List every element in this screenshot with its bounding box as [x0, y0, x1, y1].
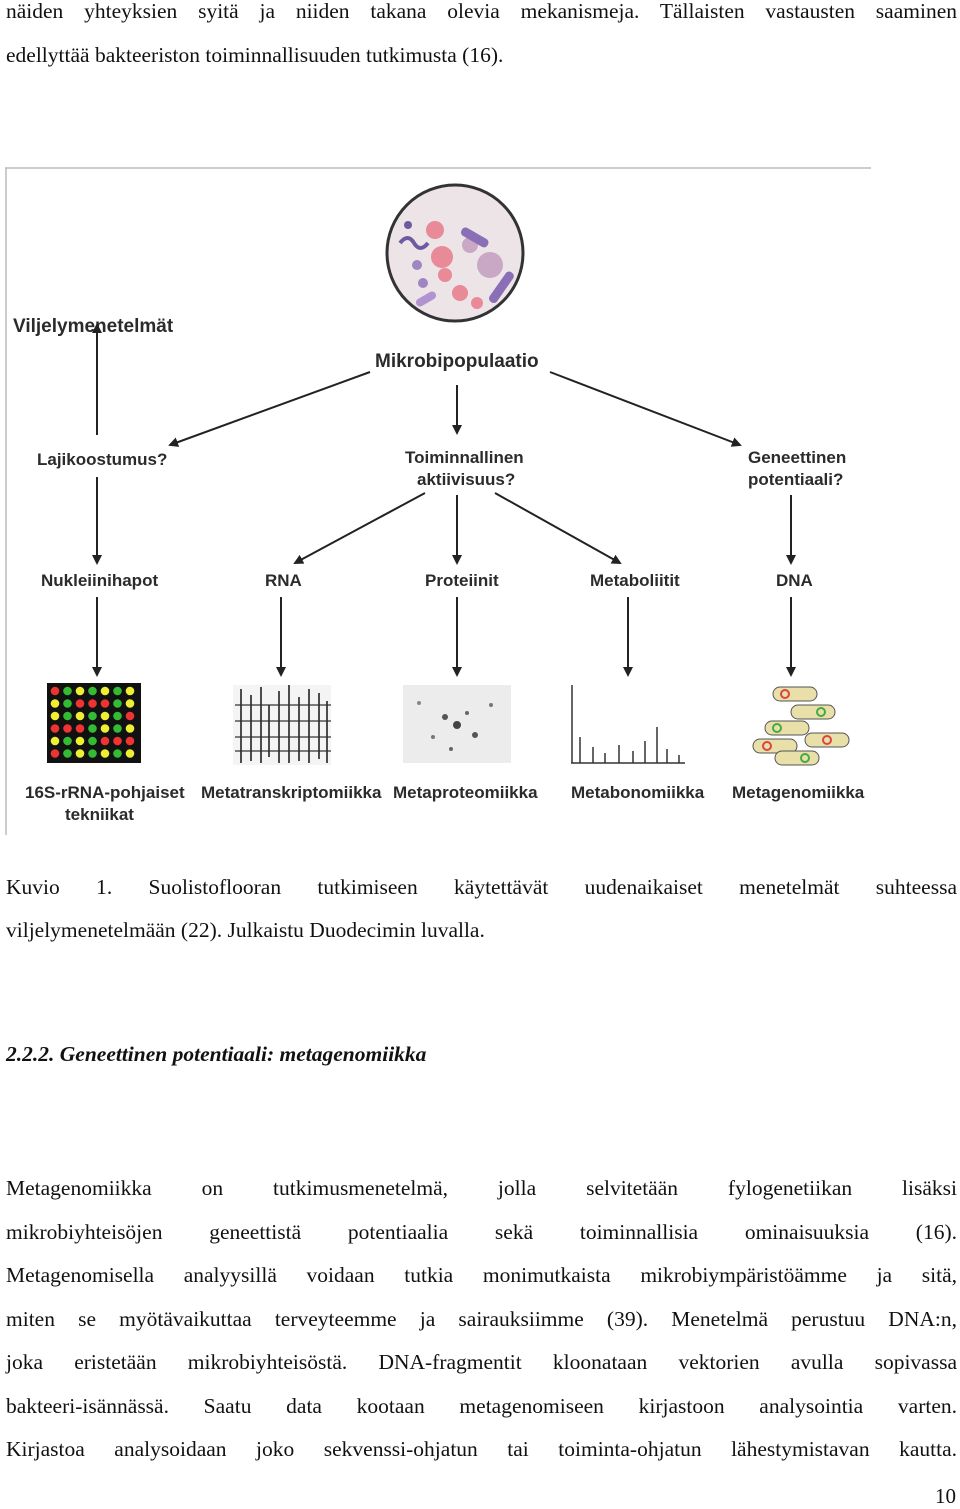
technique-16s: 16S-rRNA-pohjaiset	[25, 783, 185, 802]
technique-metaproteomics: Metaproteomiikka	[393, 783, 538, 802]
target-dna: DNA	[776, 571, 813, 590]
genetic-potential-question-line2: potentiaali?	[748, 470, 843, 489]
caption-line: viljelymenetelmään (22). Julkaistu Duode…	[6, 918, 485, 942]
figure-diagram: Viljelymenetelmät Mikrobipopulaatio Laji…	[5, 167, 871, 835]
target-proteins: Proteiinit	[425, 571, 499, 590]
population-label: Mikrobipopulaatio	[375, 351, 539, 372]
microbe-population-icon	[385, 183, 525, 323]
functional-activity-question-line2: aktiivisuus?	[417, 470, 515, 489]
intro-line: edellyttää bakteeriston toiminnallisuude…	[6, 42, 504, 67]
microarray-image	[47, 683, 141, 763]
spectrum-image	[571, 685, 685, 764]
body-line: Kirjastoa analysoidaan joko sekvenssi-oh…	[6, 1437, 957, 1461]
gel-image	[233, 685, 331, 765]
body-line: mikrobiyhteisöjen geneettistä potentiaal…	[6, 1219, 957, 1244]
culture-methods-label: Viljelymenetelmät	[13, 316, 174, 337]
protein-gel-image	[403, 685, 511, 763]
body-paragraph: Metagenomiikka on tutkimusmenetelmä, jol…	[6, 1167, 957, 1472]
arrow-to-species	[168, 371, 371, 447]
figure-caption: Kuvio 1. Suolistoflooran tutkimiseen käy…	[6, 866, 957, 952]
arrow-to-genetic	[549, 371, 742, 447]
figure-1: Viljelymenetelmät Mikrobipopulaatio Laji…	[5, 165, 871, 837]
target-rna: RNA	[265, 571, 302, 590]
technique-metagenomics: Metagenomiikka	[732, 783, 865, 802]
technique-metabonomics: Metabonomiikka	[571, 783, 705, 802]
body-line: bakteeri-isännässä. Saatu data kootaan m…	[6, 1393, 957, 1418]
arrow-to-rna	[293, 492, 426, 564]
arrow-to-metabolites	[494, 492, 622, 564]
genetic-potential-question-line1: Geneettinen	[748, 448, 846, 467]
species-composition-question: Lajikoostumus?	[37, 450, 167, 469]
target-metabolites: Metaboliitit	[590, 571, 680, 590]
intro-paragraph: näiden yhteyksien syitä ja niiden takana…	[6, 0, 957, 77]
body-line: miten se myötävaikuttaa terveyteemme ja …	[6, 1306, 957, 1331]
page-number: 10	[935, 1484, 956, 1508]
caption-line: Kuvio 1. Suolistoflooran tutkimiseen käy…	[6, 875, 957, 899]
technique-16s-line2: tekniikat	[65, 805, 134, 824]
body-line: joka eristetään mikrobiyhteisöstä. DNA-f…	[6, 1350, 957, 1374]
section-heading: 2.2.2. Geneettinen potentiaali: metageno…	[6, 1042, 427, 1066]
target-nucleic-acids: Nukleiinihapot	[41, 571, 158, 590]
body-line: Metagenomisella analyysillä voidaan tutk…	[6, 1263, 957, 1287]
technique-metatranscriptomics: Metatranskriptomiikka	[201, 783, 382, 802]
functional-activity-question-line1: Toiminnallinen	[405, 448, 524, 467]
body-line: Metagenomiikka on tutkimusmenetelmä, jol…	[6, 1176, 957, 1200]
intro-line: näiden yhteyksien syitä ja niiden takana…	[6, 0, 957, 23]
bacteria-image	[752, 686, 850, 766]
